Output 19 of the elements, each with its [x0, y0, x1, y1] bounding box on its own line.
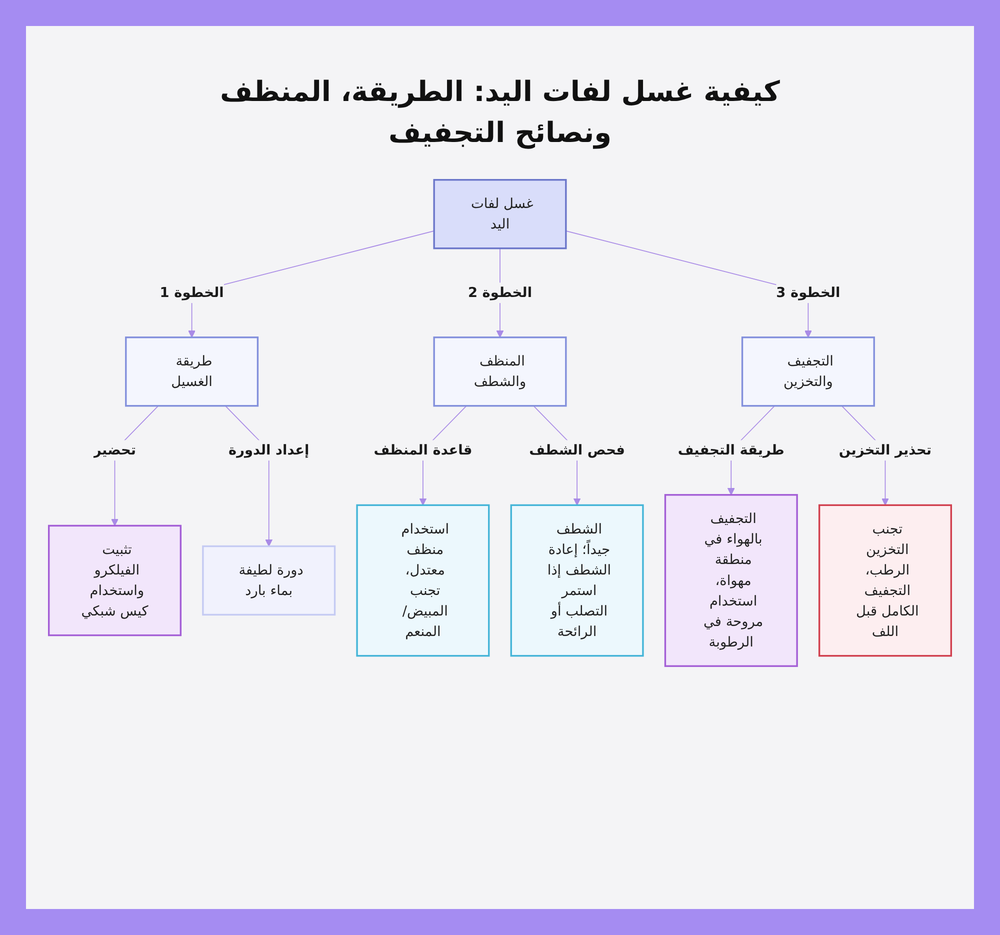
- edge-label: قاعدة المنظف: [374, 442, 472, 458]
- node-box: غسل لفات اليد: [433, 179, 567, 250]
- node-box: طريقة الغسيل: [125, 336, 259, 407]
- node-box: تثبيت الفيلكرو واستخدام كيس شبكي: [48, 525, 182, 636]
- edge-label: الخطوة 3: [776, 284, 840, 301]
- title: كيفية غسل لفات اليد: الطريقة، المنظف ونصائح التجفيف: [219, 74, 781, 151]
- node-box: المنظف والشطف: [433, 336, 567, 407]
- edge-label: فحص الشطف: [529, 442, 625, 458]
- edge-label: تحذير التخزين: [838, 442, 932, 458]
- node-box: تجنب التخزين الرطب، التجفيف الكامل قبل اللف: [818, 504, 952, 657]
- node-box: دورة لطيفة بماء بارد: [202, 546, 336, 616]
- edge-label: طريقة التجفيف: [678, 442, 784, 458]
- edge-label: الخطوة 1: [160, 284, 224, 301]
- edge-label: الخطوة 2: [468, 284, 532, 301]
- node-box: استخدام منظف معتدل، تجنب المبيض/ المنعم: [356, 504, 490, 657]
- node-box: التجفيف والتخزين: [741, 336, 875, 407]
- edge-label: إعداد الدورة: [228, 442, 310, 458]
- node-box: التجفيف بالهواء في منطقة مهواة، استخدام مروحة في الرطوبة: [664, 494, 798, 668]
- node-box: الشطف جيداً؛ إعادة الشطف إذا استمر التصلب أو الرائحة: [510, 504, 644, 657]
